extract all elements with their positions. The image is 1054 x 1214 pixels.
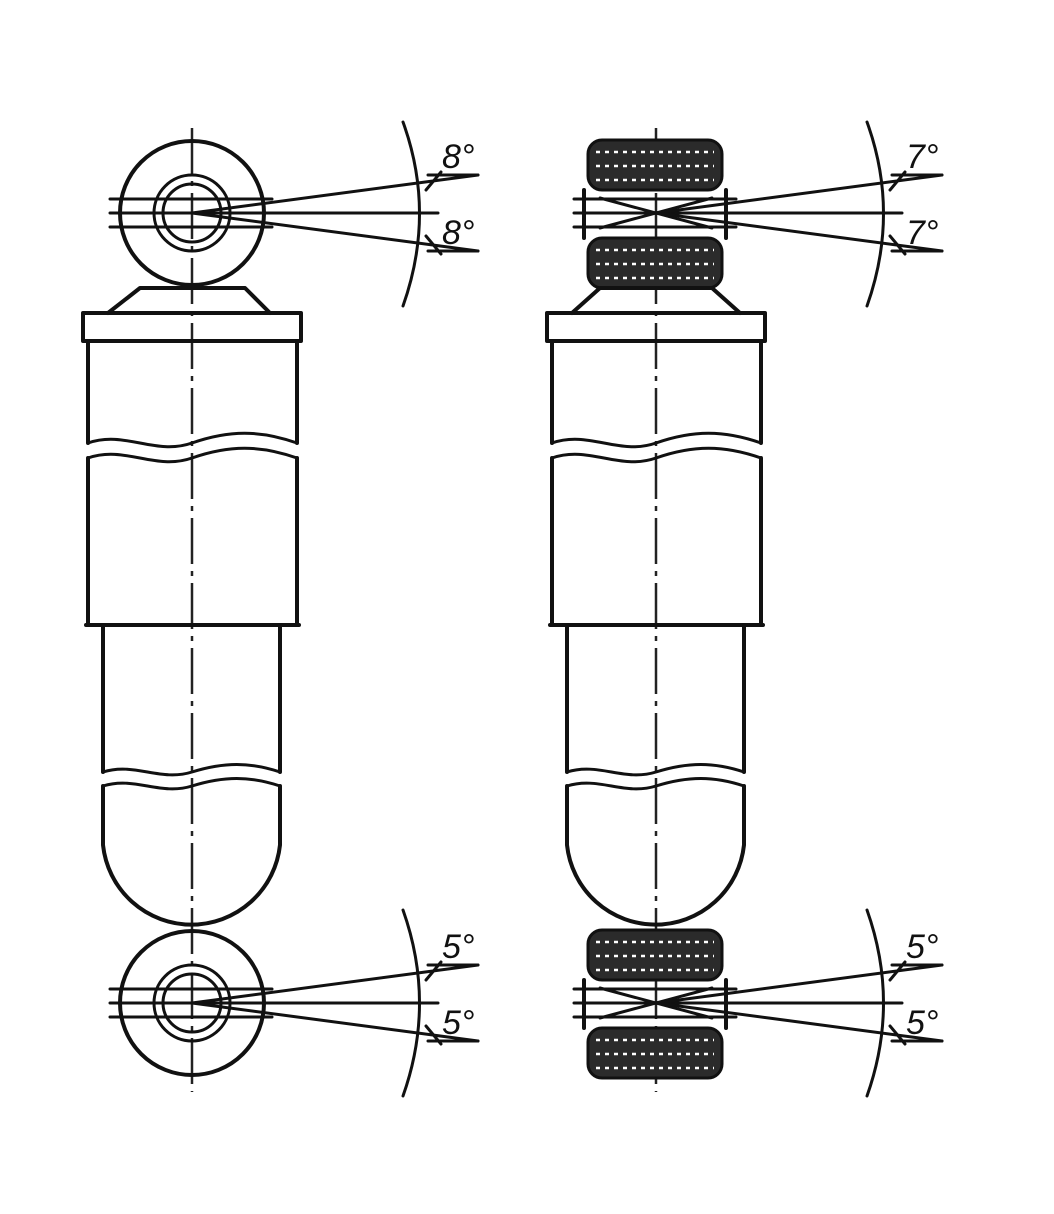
angle-label-lower-top: 5° bbox=[442, 928, 475, 966]
upper-rubber-bushing bbox=[570, 138, 742, 315]
angle-label-lower-top: 5° bbox=[906, 928, 939, 966]
upper-angle-dimension bbox=[572, 120, 944, 308]
shock-absorber-eye-mount-view: 8° 8° 5° 5° bbox=[81, 120, 480, 1098]
lower-rubber-bushing bbox=[572, 928, 738, 1080]
cylinder-body bbox=[81, 311, 303, 627]
angle-label-lower-bottom: 5° bbox=[442, 1004, 475, 1042]
angle-label-upper-top: 7° bbox=[906, 138, 939, 176]
shock-absorber-bushing-mount-view: 7° 7° 5° 5° bbox=[545, 120, 944, 1098]
angle-label-upper-top: 8° bbox=[442, 138, 475, 176]
upper-eye-mount bbox=[106, 139, 274, 315]
cylinder-body bbox=[545, 311, 767, 627]
angle-label-upper-bottom: 7° bbox=[906, 214, 939, 252]
lower-angle-dimension bbox=[108, 908, 480, 1098]
angle-label-lower-bottom: 5° bbox=[906, 1004, 939, 1042]
lower-angle-dimension bbox=[572, 908, 944, 1098]
angle-label-upper-bottom: 8° bbox=[442, 214, 475, 252]
lower-tube bbox=[565, 623, 746, 927]
upper-angle-dimension bbox=[108, 120, 480, 308]
lower-tube bbox=[101, 623, 282, 927]
